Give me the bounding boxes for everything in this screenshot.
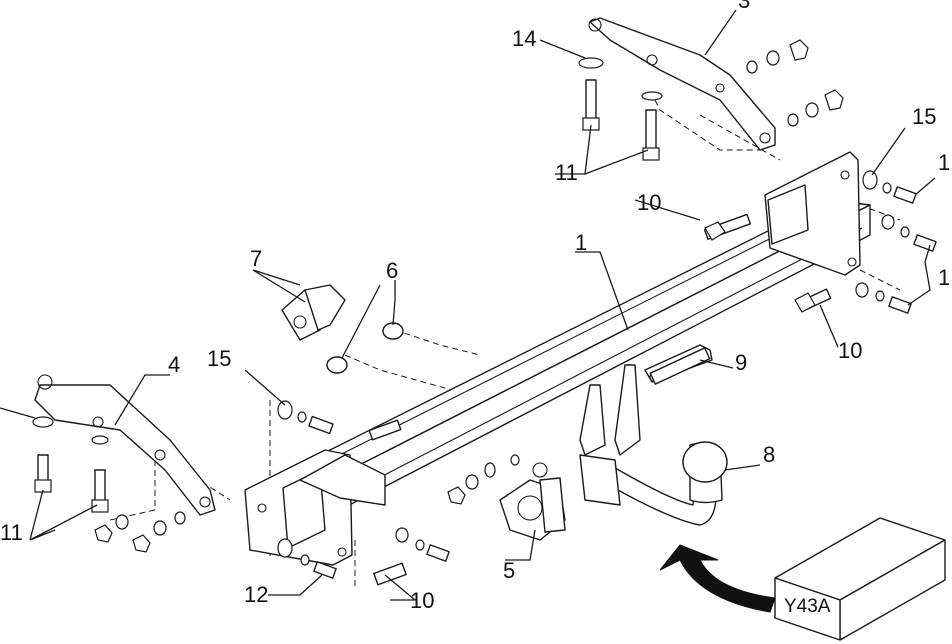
callout-10-right: 10 <box>838 338 862 363</box>
callout-3: 3 <box>738 0 750 13</box>
callout-7: 7 <box>250 246 262 271</box>
callout-5: 5 <box>503 558 515 583</box>
main-crossbar <box>244 151 871 566</box>
callout-4: 4 <box>168 352 180 377</box>
callout-15-right: 15 <box>912 104 936 129</box>
callout-1: 1 <box>575 230 587 255</box>
callout-8: 8 <box>763 442 775 467</box>
callout-14: 14 <box>512 26 536 51</box>
callout-10-top: 10 <box>637 190 661 215</box>
callout-9: 9 <box>735 350 747 375</box>
callout-11-left: 11 <box>0 520 23 545</box>
spacers <box>281 284 404 374</box>
callout-1-right-bottom: 1 <box>938 265 950 290</box>
callout-numbers: 1 3 4 5 6 7 8 9 10 10 10 11 11 12 14 15 … <box>0 0 950 613</box>
leader-lines <box>0 9 936 601</box>
callout-11-top: 11 <box>555 160 578 185</box>
socket-plate <box>499 462 566 541</box>
callout-12: 12 <box>244 582 268 607</box>
fasteners <box>32 39 937 586</box>
callout-6: 6 <box>386 258 398 283</box>
model-number-label: Y43A <box>784 596 831 617</box>
left-side-arm <box>34 374 216 516</box>
callout-10-bottom: 10 <box>410 588 434 613</box>
callout-15-left: 15 <box>207 346 231 371</box>
direction-arrow <box>659 544 776 613</box>
right-side-arm <box>588 17 776 151</box>
model-number-box: Y43A <box>774 517 946 641</box>
callout-1-right-top: 1 <box>938 150 950 175</box>
